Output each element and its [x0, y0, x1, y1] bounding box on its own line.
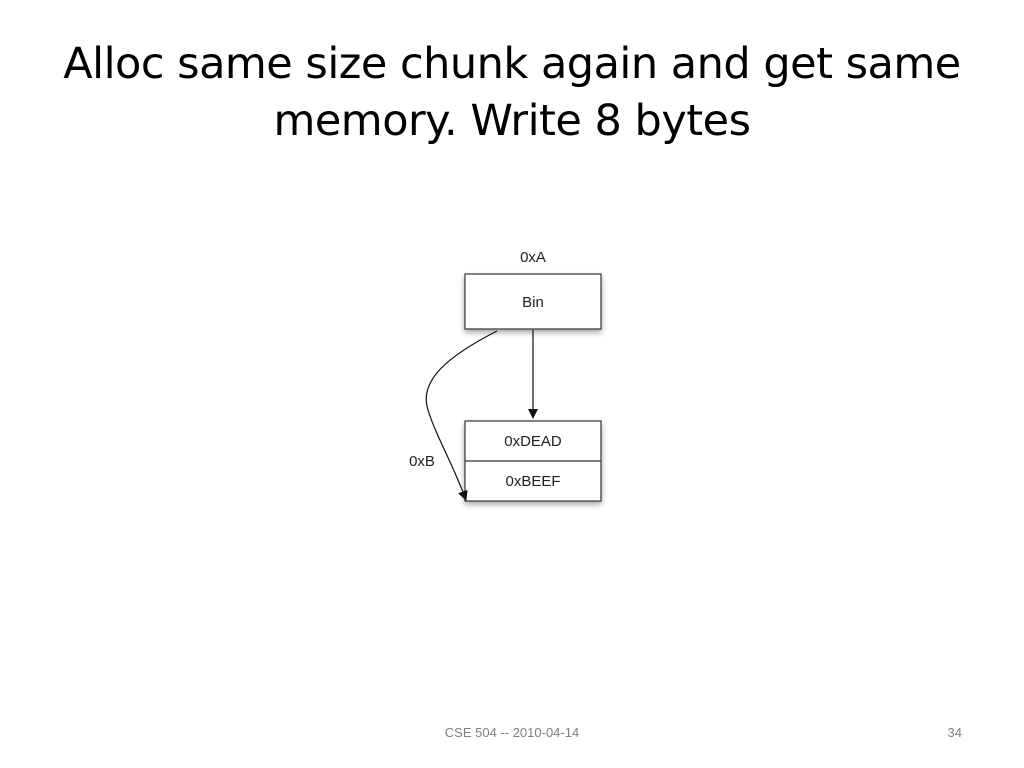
chunk-cell-dead: 0xDEAD: [504, 433, 562, 450]
chunk-cell-beef: 0xBEEF: [505, 473, 560, 490]
bin-label: Bin: [522, 294, 544, 311]
footer-text: CSE 504 -- 2010-04-14: [444, 725, 580, 740]
address-label-0xb: 0xB: [409, 453, 435, 470]
chunk-box: 0xDEAD 0xBEEF: [464, 420, 602, 502]
slide-title: Alloc same size chunk again and get same…: [63, 39, 961, 146]
bin-box: Bin: [464, 273, 602, 330]
address-label-0xa: 0xA: [520, 249, 546, 266]
page-number: 34: [947, 725, 962, 740]
bin-to-beef-curved-arrow: [425, 330, 498, 501]
